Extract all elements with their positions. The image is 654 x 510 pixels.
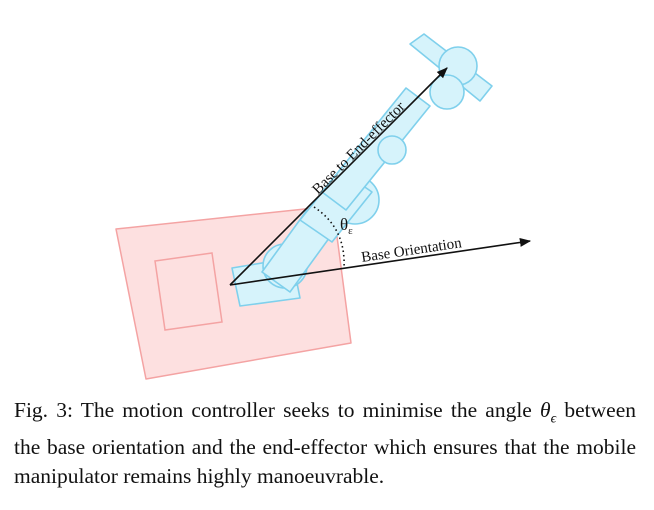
angle-label: θε <box>340 215 353 237</box>
caption-theta-symbol: θ <box>540 398 551 422</box>
arm-upper-link <box>321 87 431 211</box>
diagram-figure: Base to End-effector Base Orientation θε <box>115 33 532 380</box>
angle-label-subscript: ε <box>348 225 353 237</box>
manipulator-arm <box>231 33 493 307</box>
base-orientation-arrow <box>229 238 532 286</box>
angle-arc <box>313 206 345 269</box>
figure-caption: Fig. 3: The motion controller seeks to m… <box>14 396 636 491</box>
caption-suffix: between the base orientation and the end… <box>14 398 636 489</box>
base-to-end-effector-arrow <box>229 67 448 286</box>
caption-prefix: Fig. 3: The motion controller seeks to m… <box>14 398 540 422</box>
base-orientation-label: Base Orientation <box>360 235 463 266</box>
arm-mid-joint <box>377 135 407 165</box>
base-inner-square <box>154 252 223 331</box>
angle-label-symbol: θ <box>340 215 348 234</box>
caption-theta-subscript: ϵ <box>550 411 557 427</box>
